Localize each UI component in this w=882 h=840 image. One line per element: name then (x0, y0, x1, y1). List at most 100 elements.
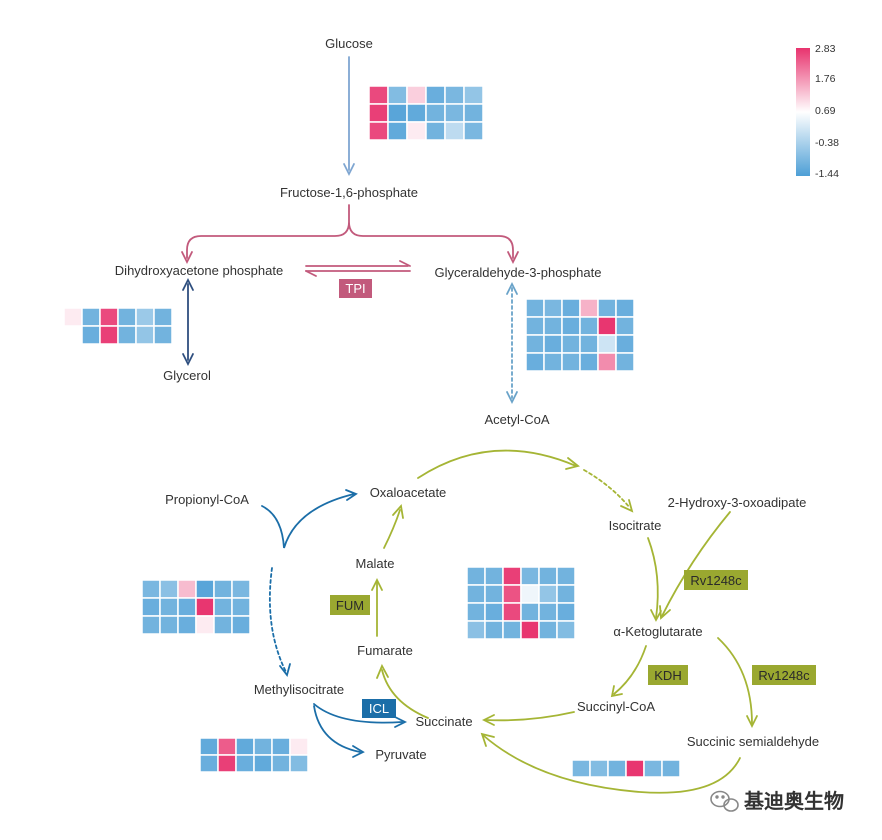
enzyme-fum-label: FUM (336, 598, 364, 613)
heatmap-cell (484, 602, 504, 622)
heatmap-cell (466, 620, 486, 640)
enzyme-rv1248c-lower-label: Rv1248c (758, 668, 810, 683)
succinylcoa-to-succinate-arrow (485, 711, 575, 722)
heatmap-cell (615, 316, 635, 336)
g3p-acetylcoa-arrowhead-up (506, 281, 518, 295)
heatmap-cell (231, 615, 251, 635)
metabolite-glycerol: Glycerol (163, 368, 211, 383)
heatmap-cell (597, 352, 617, 372)
heatmap-cell (231, 597, 251, 617)
heatmap-cell (425, 103, 446, 123)
heatmap-cell (406, 121, 427, 141)
metabolite-succinic-semialdehyde: Succinic semialdehyde (687, 734, 819, 749)
heatmap-propionyl (141, 579, 251, 635)
methylisocitrate-to-pyruvate-arrow (313, 705, 361, 753)
heatmap-cell (615, 298, 635, 318)
heatmap-cell (253, 754, 273, 773)
heatmap-cell (195, 615, 215, 635)
heatmap-cell (502, 566, 522, 586)
methylisocitrate-to-succinate-arrowhead (394, 716, 408, 728)
color-scale-bar (796, 48, 810, 176)
acetylcoa-midarrow (565, 457, 580, 470)
heatmap-cell (217, 737, 237, 756)
heatmap-cell (406, 85, 427, 105)
heatmap-cell (579, 334, 599, 354)
metabolite-g3p: Glyceraldehyde-3-phosphate (435, 265, 602, 280)
enzyme-rv1248c-upper: Rv1248c (684, 570, 748, 590)
metabolite-oxaloacetate: Oxaloacetate (370, 485, 447, 500)
heatmap-cell (589, 759, 609, 778)
heatmap-cell (502, 602, 522, 622)
hoa-to-akg-arrowhead (659, 605, 671, 620)
akg-to-ssa-arrowhead (746, 715, 758, 729)
wechat-icon (710, 790, 739, 812)
dhap-glycerol-arrowhead-up (182, 277, 194, 291)
heatmap-glucose (368, 85, 484, 141)
malate-to-oaa-arrowhead (392, 503, 404, 519)
heatmap-cell (561, 334, 581, 354)
propionyl-to-oaa-arrowhead (345, 489, 358, 501)
heatmap-cell (253, 737, 273, 756)
akg-to-succinylcoa-arrow (613, 645, 647, 695)
heatmap-cell (561, 316, 581, 336)
g3p-to-dhap-arrowhead (305, 270, 317, 277)
heatmap-cell (556, 566, 576, 586)
heatmap-cell (538, 584, 558, 604)
heatmap-cell (271, 737, 291, 756)
heatmap-cell (387, 121, 408, 141)
enzyme-icl-label: ICL (369, 701, 389, 716)
watermark-text: 基迪奥生物 (744, 789, 844, 813)
heatmap-cell (81, 307, 101, 327)
heatmap-cell (425, 121, 446, 141)
heatmap-cell (159, 597, 179, 617)
color-scale-tick-5: -1.44 (815, 168, 839, 180)
heatmap-cell (63, 307, 83, 327)
methylisocitrate-to-succinate-arrow (313, 703, 403, 724)
heatmap-cell (484, 566, 504, 586)
heatmap-cell (520, 566, 540, 586)
heatmap-cell (525, 334, 545, 354)
heatmap-tca (466, 566, 576, 640)
heatmap-cell (520, 584, 540, 604)
fbp-to-dhap-arrowhead (181, 251, 193, 265)
color-scale-tick-3: 0.69 (815, 105, 836, 117)
heatmap-cell (141, 597, 161, 617)
color-scale-tick-1: 2.83 (815, 43, 836, 55)
heatmap-cell (597, 298, 617, 318)
heatmap-cell (466, 602, 486, 622)
propionyl-to-methylisocitrate-arrow (268, 567, 287, 673)
heatmap-cell (235, 737, 255, 756)
heatmap-cell (543, 316, 563, 336)
enzyme-rv1248c-upper-label: Rv1248c (690, 573, 742, 588)
heatmap-cell (615, 352, 635, 372)
heatmap-cell (199, 754, 219, 773)
heatmap-cell (368, 85, 389, 105)
propionyl-to-oaa-arrow (261, 493, 355, 549)
heatmap-cell (571, 759, 591, 778)
heatmap-cell (177, 615, 197, 635)
enzyme-kdh: KDH (648, 665, 688, 685)
oaa-to-isocitrate-arc-dashed (583, 469, 631, 509)
metabolite-fructose-16bp: Fructose-1,6-phosphate (280, 185, 418, 200)
heatmap-cell (597, 334, 617, 354)
heatmap-cell (368, 121, 389, 141)
heatmap-cell (463, 85, 484, 105)
watermark: 基迪奥生物 (710, 789, 844, 813)
color-scale-tick-4: -0.38 (815, 137, 839, 149)
propionyl-to-methylisocitrate-arrowhead (279, 663, 291, 677)
metabolite-succinyl-coa: Succinyl-CoA (577, 699, 655, 714)
enzyme-icl: ICL (362, 699, 396, 718)
heatmap-cell (213, 579, 233, 599)
heatmap-cell (556, 584, 576, 604)
heatmap-cell (484, 584, 504, 604)
isocitrate-to-akg-arrowhead (650, 609, 662, 622)
oaa-to-isocitrate-arc (417, 449, 577, 479)
glucose-to-fbp-arrowhead (343, 163, 355, 177)
isocitrate-to-akg-arrow (647, 537, 659, 619)
heatmap-cell (153, 307, 173, 327)
metabolite-malate: Malate (355, 556, 394, 571)
heatmap-cell (177, 597, 197, 617)
heatmap-cell (615, 334, 635, 354)
heatmap-cell (99, 307, 119, 327)
heatmap-cell (597, 316, 617, 336)
